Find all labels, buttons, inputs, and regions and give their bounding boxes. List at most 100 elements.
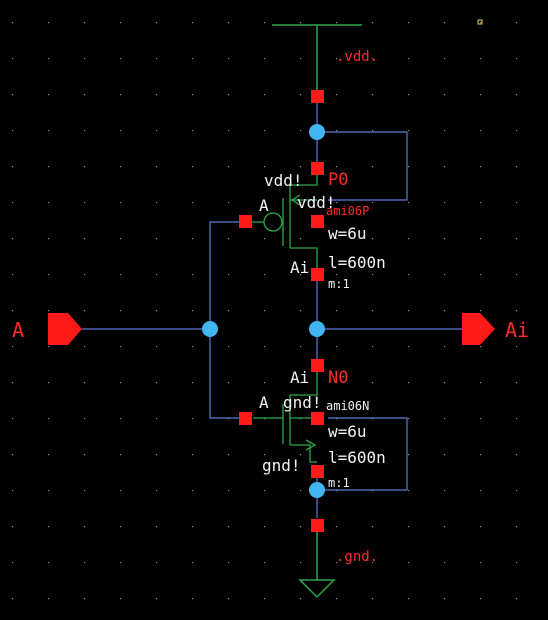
grid-dot	[156, 310, 158, 312]
grid-dot	[408, 202, 410, 204]
grid-dot	[228, 238, 230, 240]
grid-dot	[156, 274, 158, 276]
grid-dot	[156, 58, 158, 60]
grid-dot	[12, 58, 14, 60]
grid-dot	[228, 22, 230, 24]
grid-dot	[444, 274, 446, 276]
grid-dot	[156, 526, 158, 528]
grid-dot	[408, 238, 410, 240]
gnd-symbol[interactable]	[298, 532, 336, 599]
grid-dot	[192, 202, 194, 204]
grid-dot	[84, 310, 86, 312]
nmos-multiplier-label: m:1	[328, 476, 350, 490]
grid-dot	[480, 526, 482, 528]
grid-dot	[516, 382, 518, 384]
grid-dot	[480, 310, 482, 312]
junction-input-node[interactable]	[202, 321, 218, 337]
grid-dot	[12, 94, 14, 96]
pmos-multiplier-label: m:1	[328, 277, 350, 291]
grid-dot	[300, 562, 302, 564]
grid-dot	[156, 238, 158, 240]
junction-vdd-node[interactable]	[309, 124, 325, 140]
nmos-gate-terminal[interactable]	[239, 412, 252, 425]
grid-dot	[192, 310, 194, 312]
grid-dot	[372, 346, 374, 348]
pmos-instance-label: P0	[328, 170, 348, 190]
grid-dot	[192, 454, 194, 456]
nmos-transistor[interactable]	[253, 372, 318, 463]
grid-dot	[480, 454, 482, 456]
grid-dot	[120, 598, 122, 600]
pmos-bulk-net-label: vdd!	[297, 193, 336, 212]
vdd-net-label: .vdd.	[336, 49, 378, 65]
grid-dot	[336, 166, 338, 168]
grid-dot	[444, 22, 446, 24]
pmos-source-terminal[interactable]	[311, 162, 324, 175]
grid-dot	[192, 346, 194, 348]
grid-dot	[336, 130, 338, 132]
output-pin-shape[interactable]	[462, 313, 495, 345]
pmos-drain-terminal[interactable]	[311, 268, 324, 281]
grid-dot	[300, 202, 302, 204]
grid-dot	[192, 526, 194, 528]
grid-dot	[480, 490, 482, 492]
grid-dot	[480, 166, 482, 168]
pmos-transistor[interactable]	[246, 168, 318, 270]
vdd-terminal[interactable]	[311, 90, 324, 103]
grid-dot	[192, 130, 194, 132]
nmos-source-terminal[interactable]	[311, 465, 324, 478]
grid-dot	[228, 562, 230, 564]
grid-dot	[336, 274, 338, 276]
wire-gate-bus[interactable]	[209, 221, 246, 419]
grid-dot	[444, 418, 446, 420]
grid-dot	[444, 310, 446, 312]
grid-dot	[120, 310, 122, 312]
grid-dot	[516, 166, 518, 168]
grid-dot	[120, 130, 122, 132]
grid-dot	[120, 346, 122, 348]
grid-dot	[408, 526, 410, 528]
grid-dot	[264, 526, 266, 528]
grid-dot	[480, 22, 482, 24]
grid-dot	[408, 274, 410, 276]
grid-dot	[228, 598, 230, 600]
grid-dot	[372, 454, 374, 456]
grid-dot	[480, 202, 482, 204]
grid-dot	[516, 526, 518, 528]
grid-dot	[480, 562, 482, 564]
grid-dot	[228, 454, 230, 456]
grid-dot	[156, 562, 158, 564]
grid-dot	[408, 490, 410, 492]
grid-dot	[300, 490, 302, 492]
grid-dot	[480, 382, 482, 384]
gnd-terminal[interactable]	[311, 519, 324, 532]
grid-dot	[84, 382, 86, 384]
pmos-gate-net-label: A	[259, 196, 269, 215]
grid-dot	[48, 418, 50, 420]
grid-dot	[48, 382, 50, 384]
grid-dot	[228, 346, 230, 348]
grid-dot	[300, 526, 302, 528]
vdd-symbol[interactable]	[272, 24, 362, 90]
grid-dot	[192, 58, 194, 60]
input-pin-shape[interactable]	[48, 313, 82, 345]
grid-dot	[480, 94, 482, 96]
grid-dot	[516, 58, 518, 60]
nmos-drain-terminal[interactable]	[311, 359, 324, 372]
wire-nmos-bulk-loop[interactable]	[317, 417, 408, 491]
nmos-bulk-terminal[interactable]	[311, 412, 324, 425]
grid-dot	[408, 166, 410, 168]
grid-dot	[192, 490, 194, 492]
nmos-gate-net-label: A	[259, 393, 269, 412]
pmos-gate-terminal[interactable]	[239, 215, 252, 228]
junction-output-node[interactable]	[309, 321, 325, 337]
grid-dot	[120, 274, 122, 276]
grid-dot	[48, 130, 50, 132]
grid-dot	[84, 418, 86, 420]
wire-pmos-bulk-loop[interactable]	[317, 131, 408, 201]
pmos-bulk-terminal[interactable]	[311, 215, 324, 228]
grid-dot	[444, 238, 446, 240]
junction-gnd-node[interactable]	[309, 482, 325, 498]
